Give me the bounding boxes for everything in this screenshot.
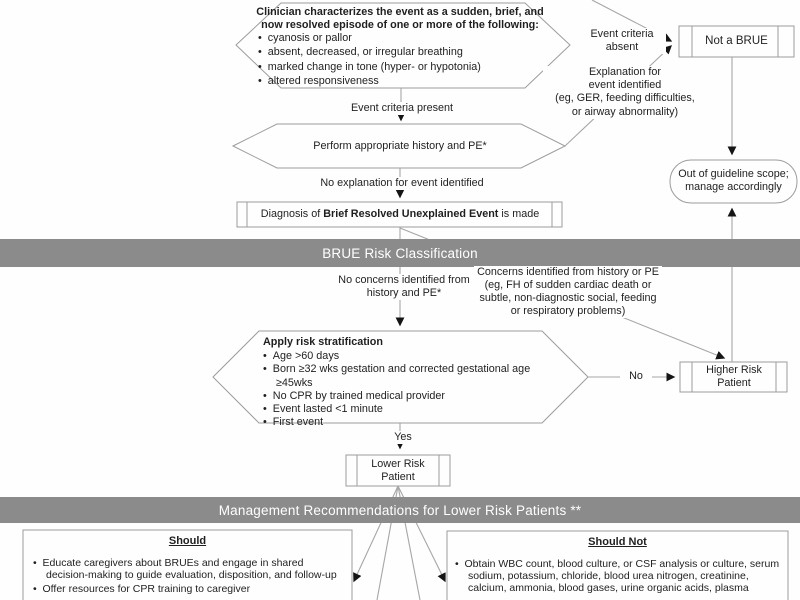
out-of-scope-label: Out of guideline scope; manage according… (678, 168, 789, 193)
diagnosis-box-shape (236, 201, 563, 228)
label-event-criteria-absent: Event criteria absent (578, 28, 666, 54)
perform-hexagon-label: Perform appropriate history and PE* (313, 140, 487, 152)
should-box-title: Should (168, 535, 207, 547)
characterize-hexagon-title: Clinician characterizes the event as a s… (256, 6, 544, 31)
label-no: No (620, 370, 652, 383)
list-item: cyanosis or pallor (258, 31, 553, 45)
banner-management-recommendations-label: Management Recommendations for Lower Ris… (218, 502, 582, 518)
label-yes: Yes (385, 431, 421, 444)
list-item: marked change in tone (hyper- or hypoton… (258, 60, 553, 74)
list-item: Obtain WBC count, blood culture, or CSF … (455, 558, 785, 595)
list-item: Event lasted <1 minute (263, 403, 568, 416)
banner-brue-risk-classification: BRUE Risk Classification (0, 239, 800, 267)
characterize-hexagon-bullets: cyanosis or pallor absent, decreased, or… (258, 31, 553, 89)
list-item: Age >60 days (263, 350, 568, 363)
out-of-scope-stadium-shape (669, 159, 798, 204)
diagnosis-box-label: Diagnosis of Brief Resolved Unexplained … (260, 208, 540, 220)
label-explanation-identified: Explanation for event identified (eg, GE… (543, 66, 707, 119)
risk-hexagon-bullets: Age >60 days Born ≥32 wks gestation and … (263, 350, 568, 430)
list-item: absent, decreased, or irregular breathin… (258, 45, 553, 59)
label-concerns: Concerns identified from history or PE (… (474, 266, 662, 318)
should-not-box-title: Should Not (588, 536, 647, 548)
should-not-box-bullets: Obtain WBC count, blood culture, or CSF … (455, 558, 785, 595)
risk-hexagon-title: Apply risk stratification (263, 336, 383, 348)
label-no-concerns: No concerns identified from history and … (328, 274, 480, 300)
label-no-explanation: No explanation for event identified (305, 177, 499, 190)
list-item: First event (263, 416, 568, 429)
should-box-bullets: Educate caregivers about BRUEs and engag… (33, 557, 347, 596)
list-item: Educate caregivers about BRUEs and engag… (33, 557, 347, 581)
higher-risk-box-shape (679, 361, 788, 393)
list-item: Offer resources for CPR training to care… (33, 583, 347, 595)
not-a-brue-box-label: Not a BRUE (705, 35, 768, 47)
banner-brue-risk-classification-label: BRUE Risk Classification (322, 245, 478, 261)
higher-risk-box-label: Higher Risk Patient (706, 364, 762, 389)
lower-risk-box-shape (345, 454, 451, 487)
lower-risk-box-label: Lower Risk Patient (371, 458, 425, 483)
list-item: No CPR by trained medical provider (263, 390, 568, 403)
list-item: Born ≥32 wks gestation and corrected ges… (263, 363, 568, 390)
not-a-brue-box-shape (678, 25, 795, 58)
label-event-criteria-present: Event criteria present (330, 102, 474, 115)
banner-management-recommendations: Management Recommendations for Lower Ris… (0, 497, 800, 523)
list-item: altered responsiveness (258, 74, 553, 88)
